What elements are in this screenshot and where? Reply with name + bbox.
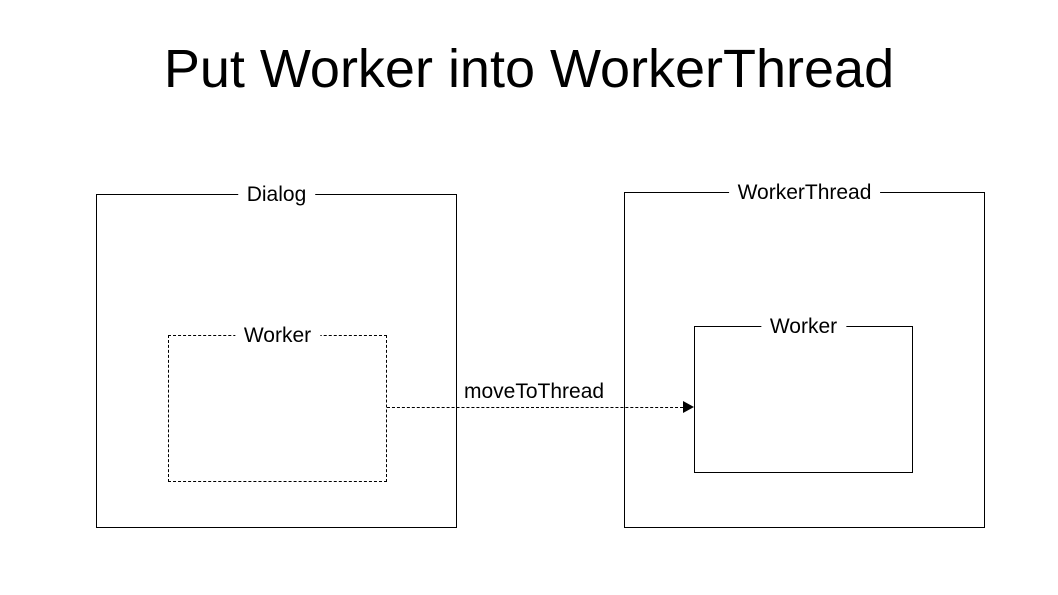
move-to-thread-arrow-line (387, 407, 683, 408)
node-worker-in-workerthread: Worker (694, 314, 913, 473)
container-dialog: Dialog (96, 182, 457, 528)
container-workerthread: WorkerThread (624, 180, 985, 528)
move-to-thread-arrow-head (683, 401, 694, 413)
node-worker-in-dialog-label: Worker (234, 323, 321, 348)
move-to-thread-arrow-label: moveToThread (462, 379, 607, 404)
container-workerthread-label: WorkerThread (728, 180, 881, 205)
node-worker-in-dialog: Worker (168, 323, 387, 482)
page-title: Put Worker into WorkerThread (163, 39, 895, 99)
node-worker-in-workerthread-label: Worker (760, 314, 847, 339)
container-dialog-label: Dialog (237, 182, 316, 207)
